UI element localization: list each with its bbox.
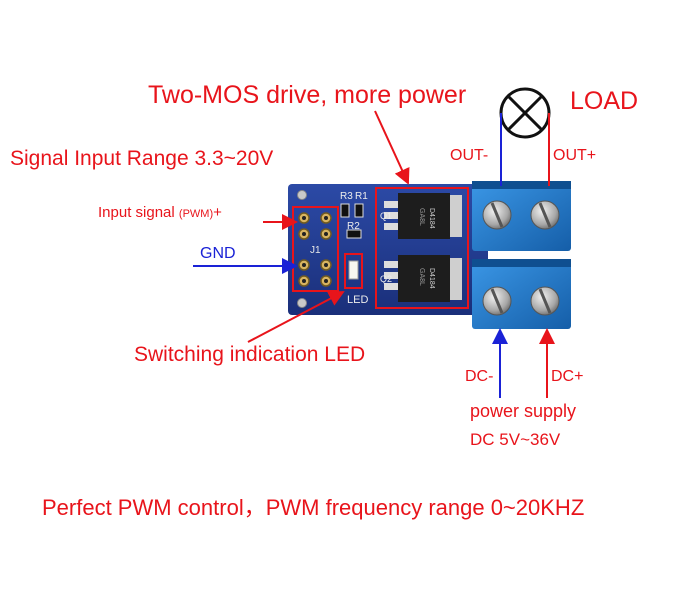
title-mos-label: Two-MOS drive, more power: [148, 81, 467, 109]
terminal-output: [472, 181, 571, 251]
silk-q1: Q1: [380, 211, 392, 221]
input-signal-plus: +: [213, 204, 222, 221]
load-wires: [500, 113, 550, 186]
mosfet-group: Q1 D4184 GA8L Q2 D4184 GA8L: [375, 187, 469, 309]
silk-r3: R3: [340, 191, 353, 202]
annotation-arrows: [193, 110, 555, 398]
chip-code-q1: D4184: [428, 208, 435, 229]
load-lamp-icon: [499, 87, 551, 139]
smd-components: R3 R1 R2: [340, 191, 368, 239]
dc-minus-label: DC-: [465, 368, 494, 385]
chip-code-q2: D4184: [428, 268, 435, 289]
silk-r1: R1: [355, 191, 368, 202]
indicator-led: LED: [344, 253, 368, 306]
load-label: LOAD: [570, 87, 639, 115]
chip-lot-q1: GA8L: [418, 208, 425, 226]
silk-r2: R2: [347, 221, 360, 232]
silk-j1: J1: [310, 245, 321, 256]
terminal-power: [472, 259, 571, 329]
out-plus-label: OUT+: [553, 147, 597, 164]
input-signal-pwm: (PWM): [178, 208, 214, 220]
silk-led: LED: [347, 294, 368, 306]
mosfet-q1: Q1 D4184 GA8L: [380, 193, 462, 239]
chip-lot-q2: GA8L: [418, 268, 425, 286]
silk-q2: Q2: [380, 274, 392, 284]
dc-range-label: DC 5V~36V: [470, 430, 561, 449]
input-signal-label: Input signal (PWM)+: [98, 205, 222, 220]
led-label: Switching indication LED: [134, 343, 366, 366]
power-supply-label: power supply: [470, 401, 577, 421]
gnd-label: GND: [200, 245, 236, 262]
footer-caption: Perfect PWM control，PWM frequency range …: [42, 495, 585, 520]
input-signal-text: Input signal: [98, 204, 175, 221]
dc-plus-label: DC+: [551, 368, 584, 385]
out-minus-label: OUT-: [450, 147, 489, 164]
mosfet-q2: Q2 D4184 GA8L: [380, 255, 462, 302]
signal-range-label: Signal Input Range 3.3~20V: [10, 147, 274, 170]
header-pins-j1: J1: [292, 206, 339, 292]
